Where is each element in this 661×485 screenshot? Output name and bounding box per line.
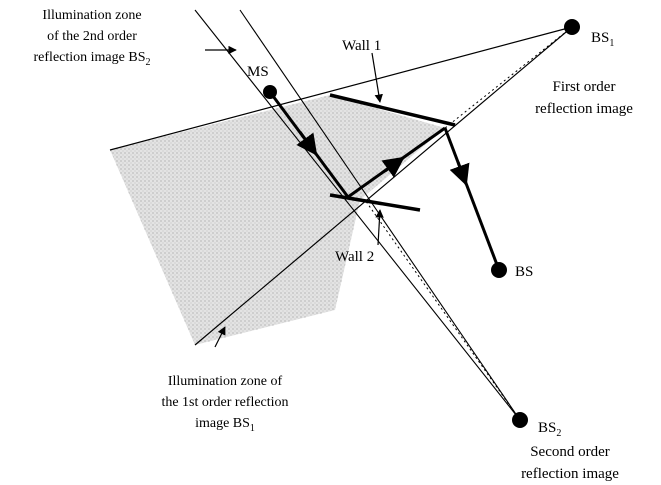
label-second-order-line2: reflection image (521, 466, 619, 482)
point-bs1 (564, 19, 580, 35)
label-second-order-line1: Second order (530, 444, 610, 460)
point-bs (491, 262, 507, 278)
wall1-pointer (371, 52, 383, 103)
zone1-pointer (214, 326, 226, 348)
point-bs2 (512, 412, 528, 428)
label-zone2-line1: Illumination zone (42, 8, 141, 23)
label-bs1: BS1 (591, 30, 614, 49)
label-bs: BS (515, 264, 533, 280)
ray-arrow-3 (449, 161, 470, 186)
dotted-line-bs1-wall (444, 26, 573, 129)
label-zone1-line1: Illumination zone of (168, 374, 283, 389)
label-ms: MS (247, 64, 269, 80)
label-zone2-line2: of the 2nd order (47, 29, 137, 44)
dotted-line-bs2-wall (364, 199, 521, 421)
label-first-order-line1: First order (553, 79, 616, 95)
point-ms (263, 85, 277, 99)
label-first-order-line2: reflection image (535, 101, 633, 117)
wall2-pointer (375, 209, 384, 246)
zone2-boundary-left (194, 9, 521, 421)
label-zone1-line2: the 1st order reflection (161, 395, 288, 410)
ray-arrow-2 (381, 156, 405, 178)
label-bs2: BS2 (538, 420, 561, 439)
label-zone1-line3: image BS1 (195, 416, 255, 434)
wall-2 (329, 193, 421, 212)
illumination-zone-1st-order (110, 95, 445, 345)
wall-1 (329, 93, 456, 127)
label-wall2: Wall 2 (335, 249, 374, 265)
ray-wall1-to-bs (443, 127, 501, 271)
zone1-lower-boundary (194, 26, 573, 346)
ray-arrow-1 (296, 131, 318, 156)
label-wall1: Wall 1 (342, 38, 381, 54)
zone1-upper-boundary (109, 26, 573, 151)
label-zone2-line3: reflection image BS2 (34, 50, 151, 68)
